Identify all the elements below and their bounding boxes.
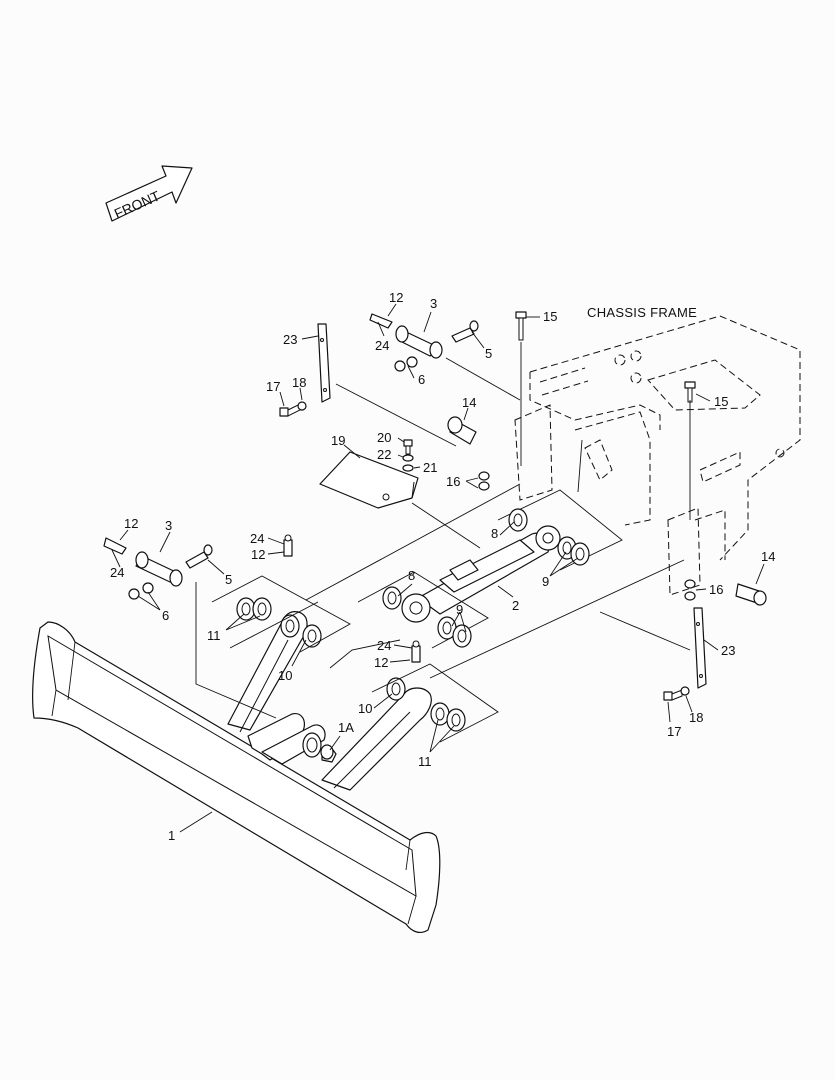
nuts-6-top (394, 356, 418, 372)
arm-pivot-left (280, 614, 300, 638)
nuts-6-left (128, 582, 154, 600)
washer-21 (402, 464, 414, 472)
callout-14-top: 14 (462, 395, 476, 410)
washers-9-top (557, 536, 590, 566)
callout-3-left: 3 (165, 518, 172, 533)
callout-10-right: 10 (358, 701, 372, 716)
bolt-17-right (663, 689, 683, 701)
washers-9-mid (437, 616, 472, 648)
pin-14-top (447, 416, 477, 445)
guard-plate (319, 451, 419, 509)
callout-11-left: 11 (207, 628, 221, 643)
callout-5-top: 5 (485, 346, 492, 361)
callout-24-left: 24 (110, 565, 124, 580)
callout-14-right: 14 (761, 549, 775, 564)
callout-1: 1 (168, 828, 175, 843)
callout-18-right: 18 (689, 710, 703, 725)
callout-12-upper: 12 (251, 547, 265, 562)
bolt-20 (403, 439, 413, 455)
callout-17-top: 17 (266, 379, 280, 394)
callout-6-left: 6 (162, 608, 169, 623)
pin-3-top (395, 325, 443, 359)
callout-6-top: 6 (418, 372, 425, 387)
callout-24-top: 24 (375, 338, 389, 353)
callout-8-mid: 8 (408, 568, 415, 583)
nuts-16-top (478, 471, 490, 491)
callout-19: 19 (331, 433, 345, 448)
callout-11-right: 11 (418, 754, 432, 769)
callout-10-left: 10 (278, 668, 292, 683)
washer-10-left (302, 624, 322, 648)
callout-23-right: 23 (721, 643, 735, 658)
callout-18-top: 18 (292, 375, 306, 390)
callout-12-left: 12 (124, 516, 138, 531)
washer-22 (402, 454, 414, 462)
callout-23-top: 23 (283, 332, 297, 347)
dozer-blade (32, 621, 441, 934)
bolt-5-top (451, 320, 479, 343)
callout-22: 22 (377, 447, 391, 462)
bolt-17-top (279, 403, 301, 417)
callout-24-upper: 24 (250, 531, 264, 546)
bolt-5-left (185, 544, 213, 569)
hydraulic-cylinder (401, 525, 561, 623)
callout-20: 20 (377, 430, 391, 445)
callout-9-mid: 9 (456, 602, 463, 617)
washers-11-right (430, 702, 466, 732)
grease-fitting-12-top (369, 313, 393, 329)
grease-fitting-12-left (103, 537, 127, 555)
push-arm-right (321, 687, 432, 791)
callout-3-top: 3 (430, 296, 437, 311)
callout-17-right: 17 (667, 724, 681, 739)
grease-fitting-upper (283, 534, 293, 557)
washer-18-top (297, 401, 307, 411)
washers-11-left (236, 597, 272, 621)
chassis-frame (514, 315, 801, 596)
front-direction-arrow: FRONT (105, 165, 193, 222)
callout-15-top: 15 (543, 309, 557, 324)
grease-fitting-lower (411, 640, 421, 663)
bolt-15-right (684, 381, 696, 403)
callout-5-left: 5 (225, 572, 232, 587)
callout-1a: 1A (338, 720, 354, 735)
callout-12-top: 12 (389, 290, 403, 305)
nuts-16-right (684, 579, 696, 601)
washer-10-right (386, 677, 406, 701)
callout-8-top: 8 (491, 526, 498, 541)
chassis-frame-label: CHASSIS FRAME (587, 305, 697, 320)
washer-18-right (680, 686, 690, 696)
callout-15-right: 15 (714, 394, 728, 409)
washer-8-top (508, 508, 528, 532)
blade-mount-bracket (247, 713, 326, 765)
callout-12-lower: 12 (374, 655, 388, 670)
callout-2: 2 (512, 598, 519, 613)
callout-24-lower: 24 (377, 638, 391, 653)
strap-23-right (693, 607, 707, 689)
callout-leaders (111, 303, 765, 833)
callout-labels: 1 1A 2 3 3 5 5 6 6 8 8 9 9 10 10 11 11 1… (110, 290, 775, 843)
strap-23-top (317, 323, 331, 403)
washer-8-mid (382, 586, 402, 610)
callout-16-top: 16 (446, 474, 460, 489)
callout-9-top: 9 (542, 574, 549, 589)
bolt-15-top (515, 311, 527, 341)
pin-3-left (135, 551, 183, 587)
callout-16-right: 16 (709, 582, 723, 597)
pin-1a (320, 744, 337, 763)
pin-14-right (735, 583, 767, 606)
callout-21: 21 (423, 460, 437, 475)
